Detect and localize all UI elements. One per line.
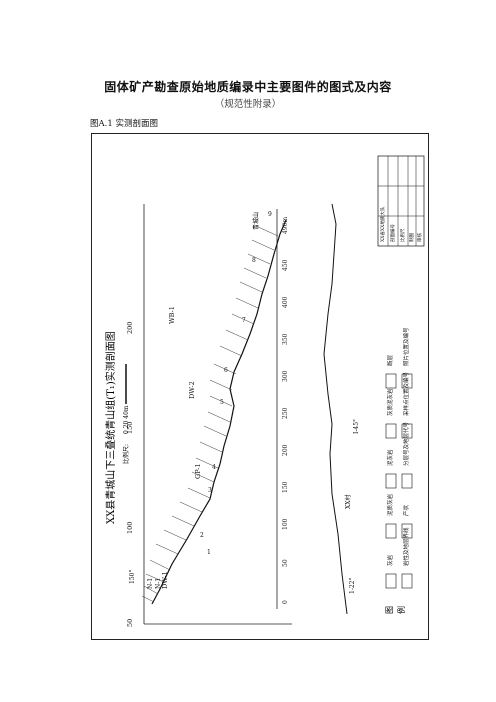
dist-tick: 50 (282, 559, 289, 567)
layer-number: 3 (208, 487, 212, 494)
legend-item: 灰岩 (386, 554, 394, 566)
legend-swatch (401, 373, 413, 389)
map-label: I-45° (353, 419, 360, 434)
layer-number: 6 (224, 367, 228, 374)
legend-item: 采样点位置及编号 (402, 371, 410, 416)
figure-frame: 50 100 150 200 0 50 100 150 200 250 300 … (91, 133, 429, 640)
table-cell: XX省XX地质大队 (379, 206, 386, 242)
layer-number: 5 (220, 399, 224, 406)
legend-item: 灰质泥灰岩 (386, 388, 394, 416)
table-cell: 审核 (416, 233, 423, 242)
elev-tick: 150 (126, 422, 134, 434)
dist-tick: 250 (282, 407, 289, 419)
dist-tick: 350 (282, 333, 289, 345)
elev-tick: 200 (126, 322, 134, 334)
dist-tick: 300 (282, 370, 289, 382)
table-cell: 剖面编号 (389, 224, 396, 242)
plan-trace (323, 203, 348, 615)
layer-number: 4 (212, 464, 216, 471)
legend-swatch (385, 523, 397, 539)
scale-value: 0 20 40m (123, 405, 130, 434)
page-title: 固体矿产勘查原始地质编录中主要图件的图式及内容 (104, 80, 392, 94)
station-label: GP-1 (194, 463, 202, 479)
start-label: N-1 (155, 578, 162, 589)
start-label: N-1 (147, 578, 154, 589)
layer-number: 8 (252, 257, 256, 264)
legend-swatch (401, 473, 413, 489)
dist-tick: 200 (282, 444, 289, 456)
end-label: 青城山 (252, 212, 260, 230)
dist-tick: 450 (282, 259, 289, 271)
legend-item: 照片位置及编号 (402, 327, 410, 366)
legend-item: 断层 (386, 354, 394, 366)
start-label: 150° (129, 570, 136, 584)
title-block: XX省XX地质大队 剖面编号 比例尺 制图 审核 (377, 155, 425, 247)
dist-tick: 150 (282, 481, 289, 493)
station-label: DW-1 (161, 571, 169, 589)
legend-swatch (401, 423, 413, 439)
section-drawing: 50 100 150 200 0 50 100 150 200 250 300 … (104, 155, 425, 627)
figure-caption: 图A.1 实测剖面图 (90, 119, 158, 129)
map-title: XX县青城山下三叠统青山组(T₁)实测剖面图 (104, 331, 117, 524)
legend-item: 岩性及地层界线 (402, 527, 410, 566)
station-label: DW-2 (188, 381, 196, 399)
legend-title-2: 例 (396, 606, 406, 614)
legend-item: 分层号及地层代号 (402, 421, 410, 466)
elev-tick: 50 (126, 619, 134, 627)
legend-title: 图 (385, 606, 394, 614)
dist-tick: 0 (282, 600, 289, 604)
scale-label: 比例尺: (122, 444, 130, 464)
legend-item: 泥质灰岩 (386, 493, 394, 516)
dist-tick: 100 (282, 518, 289, 530)
legend-item: 泥灰岩 (386, 449, 394, 466)
layer-number: 2 (200, 532, 204, 539)
table-cell: 制图 (408, 233, 415, 242)
legend-swatch (385, 473, 397, 489)
map-label: XX村 (344, 494, 352, 509)
dist-tick: 490m (282, 217, 289, 234)
table-cell: 比例尺 (399, 228, 406, 242)
legend-swatch (401, 573, 413, 589)
page-subtitle: （规范性附录） (214, 99, 282, 110)
strata-hatching (141, 225, 279, 603)
legend-swatch (385, 373, 397, 389)
dist-tick: 400 (282, 296, 289, 308)
station-label: WB-1 (168, 306, 176, 324)
layer-number: 9 (268, 211, 272, 218)
legend-swatch (401, 523, 413, 539)
legend-swatch (385, 423, 397, 439)
map-label: 1-22° (349, 578, 356, 594)
layer-number: 1 (207, 549, 211, 556)
layer-number: 7 (242, 317, 246, 324)
legend-swatch (385, 573, 397, 589)
profile-line (151, 219, 287, 605)
legend-item: 产状 (402, 504, 410, 516)
elev-tick: 100 (126, 522, 134, 534)
